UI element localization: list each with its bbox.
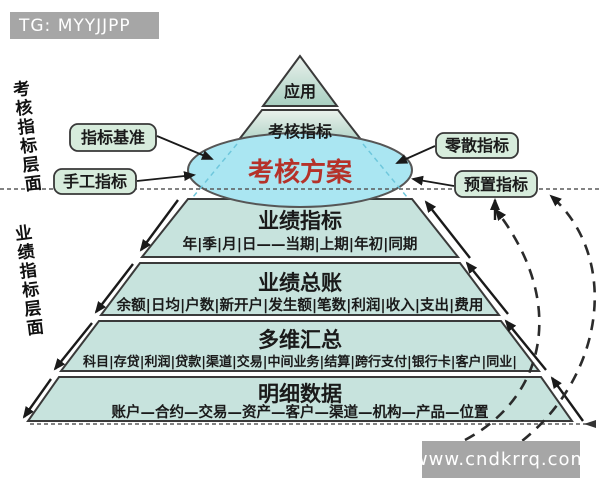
callout-manual: 手工指标 xyxy=(53,168,137,195)
layer-text-performance-indicators: 业绩指标 年|季|月|日——当期|上期|年初|同期 xyxy=(183,209,418,253)
layer-subtitle: 账户—合约—交易—资产—客户—渠道—机构—产品—位置 xyxy=(112,403,489,421)
projection-cone-lines xyxy=(192,143,408,198)
layer-text-multidim-summary: 多维汇总 科目|存贷|利润|贷款|渠道|交易|中间业务|结算|跨行支付|银行卡|… xyxy=(83,328,517,370)
callout-connectors xyxy=(136,135,455,187)
callout-preset: 预置指标 xyxy=(454,170,538,198)
layer-multidim-summary xyxy=(58,320,542,372)
layer-text-performance-ledger: 业绩总账 余额|日均|户数|新开户|发生额|笔数|利润|收入|支出|费用 xyxy=(116,271,484,314)
callout-label: 零散指标 xyxy=(444,136,509,155)
layer-title: 业绩总账 xyxy=(258,271,342,295)
pyramid-apex-application xyxy=(261,54,339,107)
connector-arrow-icon xyxy=(136,171,196,182)
callout-box xyxy=(53,168,137,195)
layer-title: 明细数据 xyxy=(258,382,342,406)
callout-box xyxy=(69,123,157,152)
callout-label: 指标基准 xyxy=(81,128,145,147)
outer-dashed-arc xyxy=(506,194,597,454)
callout-label: 预置指标 xyxy=(464,175,528,194)
connector-arrow-icon xyxy=(395,145,436,164)
watermark-top-left: TG: MYYJJPP xyxy=(10,12,159,39)
assessment-plan-label: 考核方案 xyxy=(248,157,353,188)
up-arrow-icon xyxy=(504,319,547,371)
down-arrow-icon xyxy=(94,263,134,314)
layer-title: 业绩指标 xyxy=(258,209,342,233)
callout-box xyxy=(454,170,538,198)
assessment-indicators-label: 考核指标 xyxy=(268,122,332,141)
up-arrow-icon xyxy=(465,261,509,315)
right-flow-arrows xyxy=(424,198,584,422)
layer-title: 多维汇总 xyxy=(258,328,342,352)
assessment-plan-ellipse xyxy=(187,132,413,208)
down-arrow-icon xyxy=(53,322,93,371)
up-arrow-icon xyxy=(550,376,584,422)
layer-text-detail-data: 明细数据 账户—合约—交易—资产—客户—渠道—机构—产品—位置 xyxy=(112,382,489,421)
layer-subtitle: 余额|日均|户数|新开户|发生额|笔数|利润|收入|支出|费用 xyxy=(116,296,484,314)
layer-performance-ledger xyxy=(99,262,501,316)
baseline-left-arrowhead-icon xyxy=(584,420,596,428)
callout-box xyxy=(435,132,519,159)
connector-arrow-icon xyxy=(411,175,455,187)
watermark-bottom-right: www.cndkrrq.com xyxy=(413,441,588,478)
apex-label: 应用 xyxy=(284,82,316,101)
up-arrow-icon xyxy=(424,200,471,259)
down-arrow-icon xyxy=(139,199,179,252)
callout-label: 手工指标 xyxy=(63,172,127,191)
connector-arrow-icon xyxy=(156,135,214,160)
callout-scattered: 零散指标 xyxy=(435,132,519,159)
layer-detail-data xyxy=(26,376,574,422)
left-flow-arrows xyxy=(22,199,179,419)
down-arrow-icon xyxy=(22,378,52,419)
layer-subtitle: 年|季|月|日——当期|上期|年初|同期 xyxy=(183,235,418,253)
callout-benchmark: 指标基准 xyxy=(69,123,157,152)
dashed-feedback-arcs xyxy=(464,194,597,454)
layer-subtitle: 科目|存贷|利润|贷款|渠道|交易|中间业务|结算|跨行支付|银行卡|客户|同业… xyxy=(83,354,517,370)
